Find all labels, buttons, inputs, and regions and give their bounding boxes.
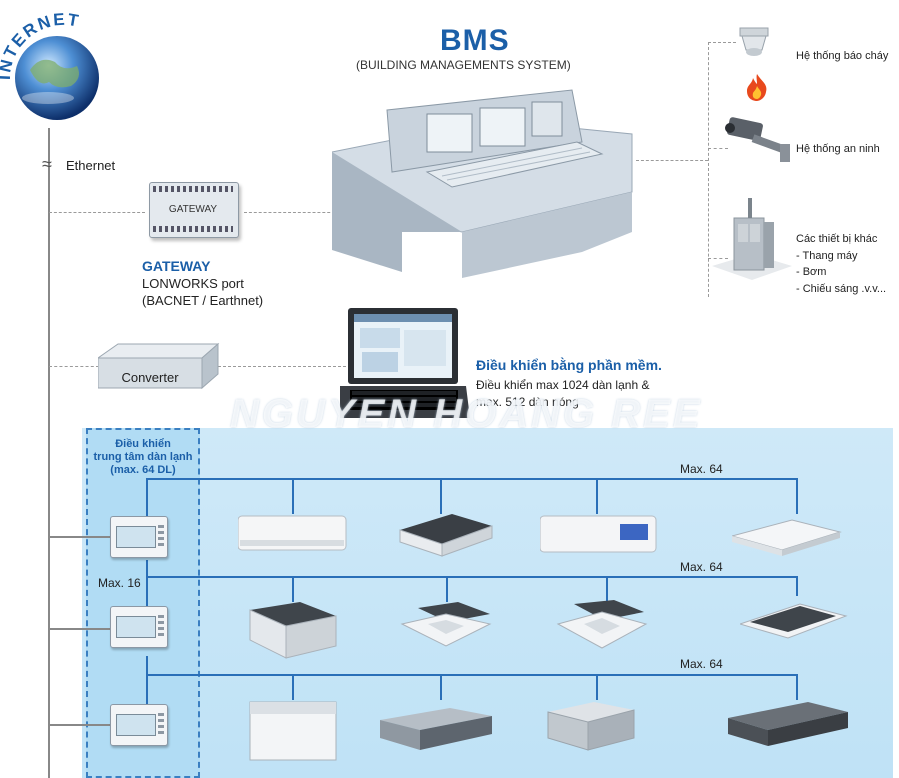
- bms-console: [331, 82, 642, 282]
- ctrl-link-2: [146, 560, 148, 610]
- wall-mounted-unit: [539, 514, 658, 561]
- gateway-line2: (BACNET / Earthnet): [142, 293, 264, 308]
- 4-way-cassette-unit: [554, 600, 650, 655]
- fire-system-label: Hệ thống báo cháy: [796, 50, 889, 62]
- ethernet-symbol: ≈: [42, 154, 52, 174]
- wall-mounted-unit: [237, 514, 350, 559]
- electrical-panel-icon: [712, 196, 792, 286]
- other-device-1: - Thang máy: [796, 250, 858, 262]
- drop: [796, 576, 798, 596]
- ctrl-link-3: [146, 656, 148, 706]
- watermark: NGUYEN HOANG REE: [230, 392, 703, 436]
- bms-subtitle: (BUILDING MANAGEMENTS SYSTEM): [356, 58, 571, 72]
- drop: [440, 674, 442, 700]
- converter-link-right: [218, 366, 346, 367]
- gateway-link-left: [49, 212, 145, 213]
- bms-title: BMS: [440, 24, 510, 57]
- ducted-unit: [544, 700, 636, 759]
- drop: [292, 674, 294, 700]
- smoke-detector-icon: [736, 26, 772, 60]
- gateway-device: GATEWAY: [145, 178, 245, 242]
- drop: [440, 478, 442, 514]
- gateway-link-right: [244, 212, 340, 213]
- security-system-label: Hệ thống an ninh: [796, 143, 880, 155]
- main-trunk-line: [48, 128, 50, 778]
- central-controller-3: [110, 704, 168, 746]
- 4-way-cassette-unit: [240, 600, 340, 667]
- bms-systems-link: [636, 160, 708, 161]
- fire-link: [708, 42, 736, 43]
- software-title: Điều khiển bằng phần mềm.: [476, 357, 662, 373]
- bus-row-1: [148, 478, 798, 480]
- fire-icon: [744, 72, 770, 102]
- other-devices-title: Các thiết bị khác: [796, 233, 878, 245]
- converter-label: Converter: [121, 370, 179, 385]
- ctrl-feed-3: [48, 724, 110, 726]
- software-line2: max. 512 dàn nóng: [476, 395, 579, 409]
- security-link: [708, 148, 728, 149]
- bus-row-3: [148, 674, 798, 676]
- ctrl-link-1: [146, 478, 148, 518]
- gateway-device-label: GATEWAY: [168, 204, 218, 215]
- drop: [796, 674, 798, 700]
- internet-globe: INTERNET: [0, 0, 130, 130]
- drop: [596, 478, 598, 514]
- ctrl-feed-2: [48, 628, 110, 630]
- converter-link-left: [49, 366, 99, 367]
- globe-icon: INTERNET: [0, 10, 99, 120]
- converter-box: Converter: [96, 342, 220, 390]
- software-line1: Điều khiển max 1024 dàn lạnh &: [476, 378, 650, 392]
- drop: [596, 674, 598, 700]
- drop: [796, 478, 798, 514]
- floor-ceiling-unit: [248, 700, 338, 767]
- drop: [292, 478, 294, 514]
- central-controller-2: [110, 606, 168, 648]
- ceiling-suspended-unit: [730, 514, 842, 563]
- security-camera-icon: [722, 114, 792, 164]
- gateway-line1: LONWORKS port: [142, 276, 244, 291]
- central-control-line1: Điều khiển: [115, 438, 171, 450]
- max-64-label-row1: Max. 64: [680, 462, 723, 476]
- other-device-3: - Chiếu sáng .v.v...: [796, 283, 887, 295]
- central-controller-1: [110, 516, 168, 558]
- ceiling-suspended-unit: [738, 596, 850, 651]
- gateway-title: GATEWAY: [142, 258, 211, 274]
- ducted-unit: [728, 700, 850, 755]
- ethernet-label: Ethernet: [66, 158, 116, 173]
- drop: [446, 576, 448, 602]
- central-control-line3: (max. 64 DL): [110, 464, 176, 476]
- ctrl-feed-1: [48, 536, 110, 538]
- other-link: [708, 258, 728, 259]
- ceiling-cassette-unit: [392, 512, 496, 567]
- laptop: [338, 306, 470, 424]
- 4-way-cassette-unit: [398, 600, 494, 655]
- systems-bus: [708, 42, 709, 297]
- max-64-label-row3: Max. 64: [680, 657, 723, 671]
- max-64-label-row2: Max. 64: [680, 560, 723, 574]
- other-device-2: - Bơm: [796, 266, 827, 278]
- drop: [606, 576, 608, 602]
- ducted-unit: [380, 704, 494, 759]
- drop: [292, 576, 294, 602]
- max-16-label: Max. 16: [98, 576, 141, 590]
- central-control-line2: trung tâm dàn lạnh: [93, 451, 193, 463]
- bus-row-2: [148, 576, 798, 578]
